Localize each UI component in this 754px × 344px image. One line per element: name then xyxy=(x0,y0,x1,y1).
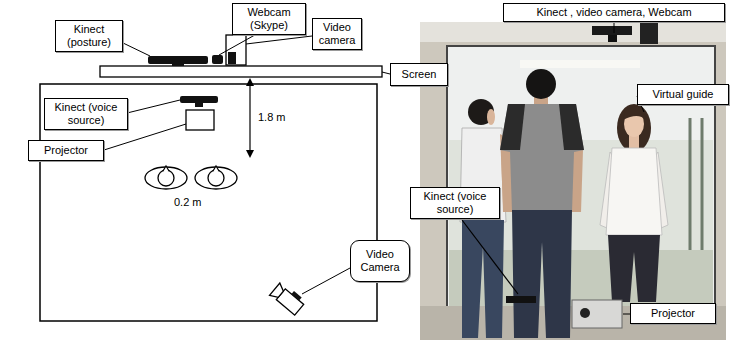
callout-text: Projector xyxy=(33,144,99,157)
leader-line xyxy=(614,22,615,33)
room-outline xyxy=(40,84,377,321)
callout-text: Video Camera xyxy=(355,248,405,274)
nose xyxy=(213,166,219,171)
leader-line xyxy=(623,314,630,315)
guide-hair xyxy=(617,104,651,152)
callout-text: Kinect (posture) xyxy=(60,23,118,49)
kinect-device xyxy=(592,26,632,35)
kinect-stand xyxy=(172,63,184,66)
person-tshirt xyxy=(500,104,584,212)
callout-box: Projector xyxy=(28,140,104,161)
callout-text: Kinect (voice source) xyxy=(49,101,123,127)
callout-text: Virtual guide xyxy=(642,88,724,101)
callout-text: Kinect , video camera, Webcam xyxy=(508,6,720,19)
person-jeans xyxy=(462,220,504,338)
leader-line xyxy=(127,100,180,113)
callout-box: Screen xyxy=(390,63,448,86)
screen-bar xyxy=(100,66,382,77)
dimension-arrowhead xyxy=(246,150,254,158)
person-symbol xyxy=(145,166,187,189)
callout-box: Video camera xyxy=(312,18,362,50)
video-camera-lens xyxy=(228,52,236,64)
dimension-label: 1.8 m xyxy=(256,111,288,124)
video-camera-symbol xyxy=(270,281,307,316)
callout-box: Kinect (voice source) xyxy=(44,98,128,130)
projected-door-frame xyxy=(689,118,692,250)
kinect-symbol xyxy=(180,96,218,103)
head xyxy=(208,170,224,186)
dimension-line xyxy=(249,84,250,152)
callout-text: Kinect (voice source) xyxy=(415,190,495,216)
callout-box: Kinect , video camera, Webcam xyxy=(503,3,725,22)
kinect-symbol xyxy=(148,56,208,64)
camera-lens xyxy=(270,283,286,300)
dimension-arrowhead xyxy=(246,78,254,86)
callout-text: Screen xyxy=(395,68,443,81)
projected-ceiling-light xyxy=(520,60,640,68)
room-plan xyxy=(40,31,390,321)
dimension-label: 0.2 m xyxy=(172,196,204,209)
projected-door-frame xyxy=(701,118,704,250)
person-sleeve xyxy=(500,104,525,150)
leader-line xyxy=(462,220,518,294)
leader-line xyxy=(302,268,350,294)
nose xyxy=(163,166,169,171)
webcam-symbol xyxy=(212,55,223,64)
shoulders xyxy=(145,167,187,189)
kinect-device xyxy=(506,296,536,303)
head xyxy=(158,170,174,186)
callout-box: Kinect (posture) xyxy=(55,20,123,52)
kinect-stand xyxy=(195,103,203,107)
callout-box: Kinect (voice source) xyxy=(410,187,500,219)
callout-box: Video Camera xyxy=(350,240,410,282)
webcam-device xyxy=(608,35,617,42)
leader-line xyxy=(121,42,150,56)
person-face xyxy=(487,109,495,125)
wall xyxy=(420,22,726,340)
leader-line xyxy=(246,36,312,44)
person-sleeve xyxy=(559,104,584,150)
guide-pants xyxy=(608,235,660,302)
ceiling-band xyxy=(420,22,726,42)
callout-text: Webcam (Skype) xyxy=(237,6,301,32)
projector-device xyxy=(572,300,622,328)
projector-symbol xyxy=(186,110,214,130)
projector-lens xyxy=(580,308,590,318)
video-camera-device xyxy=(640,22,658,44)
callout-box: Virtual guide xyxy=(637,84,729,105)
photo xyxy=(420,22,726,340)
callout-text: Projector xyxy=(635,307,711,320)
person-head xyxy=(468,99,494,125)
shoulders xyxy=(195,167,237,189)
callout-box: Webcam (Skype) xyxy=(232,3,306,35)
camera-handle xyxy=(291,291,301,300)
leader-line xyxy=(382,72,390,74)
person-symbol xyxy=(195,166,237,189)
callout-text: Video camera xyxy=(317,21,357,47)
guide-blouse xyxy=(606,148,662,235)
video-camera-symbol xyxy=(226,35,246,65)
person-head xyxy=(526,69,556,99)
person-jeans xyxy=(512,210,572,338)
callout-box: Projector xyxy=(630,303,716,324)
